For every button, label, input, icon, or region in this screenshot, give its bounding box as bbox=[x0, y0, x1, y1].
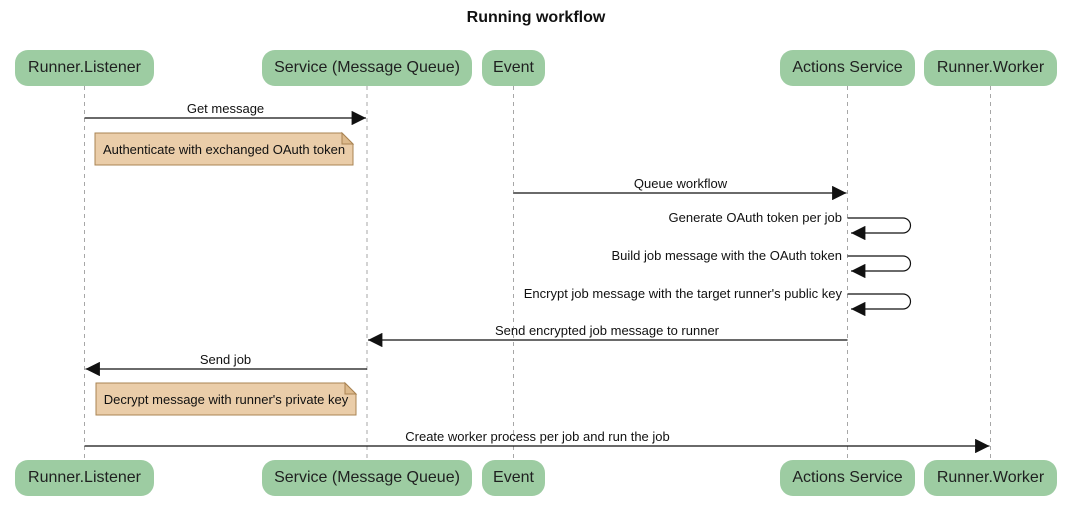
actor-bottom-runner-listener: Runner.Listener bbox=[15, 460, 154, 496]
actor-label: Actions Service bbox=[792, 59, 903, 76]
actor-label: Runner.Listener bbox=[28, 59, 141, 76]
message-label-send-encrypted-job-message: Send encrypted job message to runner bbox=[494, 323, 720, 338]
self-loop-encrypt-job-message bbox=[847, 293, 912, 317]
actor-top-runner-worker: Runner.Worker bbox=[924, 50, 1057, 86]
message-label-generate-oauth-token: Generate OAuth token per job bbox=[668, 210, 842, 225]
actor-label: Runner.Worker bbox=[936, 469, 1045, 486]
note-decrypt-fold-icon bbox=[344, 381, 358, 395]
actor-bottom-event: Event bbox=[482, 460, 545, 496]
message-label-build-job-message: Build job message with the OAuth token bbox=[611, 248, 842, 263]
actor-label: Event bbox=[493, 59, 534, 76]
actor-top-actions-service: Actions Service bbox=[780, 50, 915, 86]
actor-label: Runner.Worker bbox=[936, 59, 1045, 76]
note-decrypt-label: Decrypt message with runner's private ke… bbox=[103, 391, 349, 407]
self-loop-build-job-message bbox=[847, 255, 912, 279]
note-authenticate-shape bbox=[94, 132, 354, 166]
actor-label: Service (Message Queue) bbox=[274, 469, 460, 486]
actor-top-runner-listener: Runner.Listener bbox=[15, 50, 154, 86]
actor-top-event: Event bbox=[482, 50, 545, 86]
diagram-title: Running workflow bbox=[466, 9, 606, 26]
message-label-encrypt-job-message: Encrypt job message with the target runn… bbox=[523, 286, 842, 301]
note-authenticate-label: Authenticate with exchanged OAuth token bbox=[102, 141, 346, 157]
self-loop-generate-oauth-token bbox=[847, 217, 912, 241]
actor-bottom-actions-service: Actions Service bbox=[780, 460, 915, 496]
message-label-get-message: Get message bbox=[186, 101, 265, 116]
actor-top-service-message-queue: Service (Message Queue) bbox=[262, 50, 472, 86]
actor-label: Runner.Listener bbox=[28, 469, 141, 486]
message-label-create-worker-process: Create worker process per job and run th… bbox=[405, 429, 670, 444]
actor-label: Actions Service bbox=[792, 469, 903, 486]
actor-bottom-runner-worker: Runner.Worker bbox=[924, 460, 1057, 496]
message-label-queue-workflow: Queue workflow bbox=[633, 176, 728, 191]
message-label-send-job: Send job bbox=[199, 352, 252, 367]
actor-label: Service (Message Queue) bbox=[274, 59, 460, 76]
actor-bottom-service-message-queue: Service (Message Queue) bbox=[262, 460, 472, 496]
actor-label: Event bbox=[493, 469, 534, 486]
note-authenticate-fold-icon bbox=[341, 131, 355, 145]
note-decrypt-shape bbox=[95, 382, 357, 416]
